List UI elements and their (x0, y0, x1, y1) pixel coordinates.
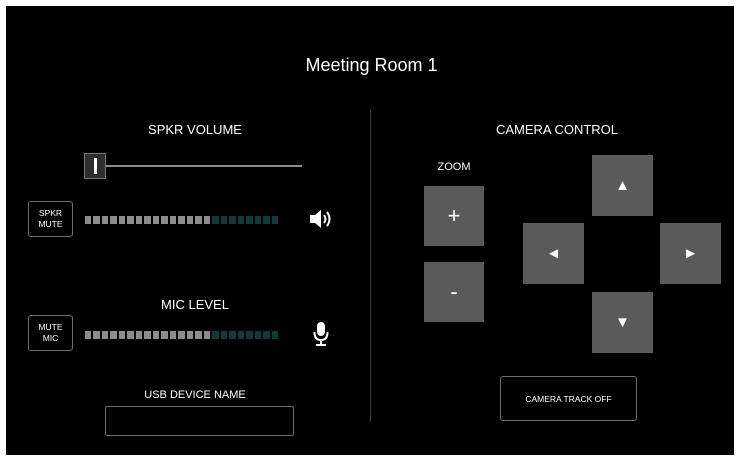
zoom-in-button[interactable]: + (424, 186, 484, 246)
meter-segment (144, 216, 151, 224)
usb-device-name-field[interactable] (105, 406, 294, 436)
meter-segment (229, 216, 236, 224)
camera-control-header: CAMERA CONTROL (495, 122, 619, 137)
speaker-icon (309, 208, 335, 230)
meter-segment (152, 331, 160, 339)
meter-segment (203, 331, 211, 339)
mic-level-meter (85, 331, 279, 339)
meter-segment (85, 216, 92, 224)
meter-segment (186, 331, 194, 339)
meter-segment (271, 216, 279, 224)
meter-segment (127, 331, 134, 339)
meter-segment (186, 216, 194, 224)
meter-segment (169, 331, 177, 339)
camera-track-button[interactable]: CAMERA TRACK OFF (500, 376, 637, 421)
meter-segment (263, 216, 270, 224)
meter-segment (85, 331, 92, 339)
section-divider (370, 110, 371, 422)
meter-segment (127, 216, 134, 224)
speaker-volume-slider-handle[interactable] (84, 153, 106, 179)
meter-segment (178, 331, 185, 339)
meter-segment (135, 331, 143, 339)
meter-segment (169, 216, 177, 224)
camera-up-button[interactable]: ▲ (592, 155, 653, 216)
meter-segment (220, 216, 228, 224)
zoom-label: ZOOM (437, 161, 471, 173)
page-title: Meeting Room 1 (305, 55, 438, 75)
meter-segment (118, 216, 126, 224)
meter-segment (161, 216, 168, 224)
usb-device-label: USB DEVICE NAME (144, 389, 246, 401)
meter-segment (220, 331, 228, 339)
mic-level-header: MIC LEVEL (161, 297, 229, 312)
meter-segment (161, 331, 168, 339)
meter-segment (237, 331, 245, 339)
meter-segment (93, 216, 100, 224)
speaker-level-meter (85, 216, 279, 224)
meter-segment (195, 216, 202, 224)
meter-segment (212, 216, 219, 224)
meter-segment (101, 331, 109, 339)
speaker-volume-slider-track[interactable] (105, 165, 302, 167)
meter-segment (110, 331, 117, 339)
camera-down-button[interactable]: ▼ (592, 292, 653, 353)
camera-right-button[interactable]: ► (660, 223, 721, 284)
camera-left-button[interactable]: ◄ (523, 223, 584, 284)
speaker-volume-header: SPKR VOLUME (148, 122, 242, 137)
zoom-out-button[interactable]: - (424, 262, 484, 322)
microphone-icon (313, 321, 329, 347)
meter-segment (254, 216, 262, 224)
meter-segment (203, 216, 211, 224)
meter-segment (144, 331, 151, 339)
meter-segment (195, 331, 202, 339)
meter-segment (229, 331, 236, 339)
meter-segment (110, 216, 117, 224)
meter-segment (118, 331, 126, 339)
speaker-mute-button[interactable]: SPKR MUTE (28, 201, 73, 237)
meter-segment (271, 331, 279, 339)
meter-segment (212, 331, 219, 339)
meter-segment (246, 331, 253, 339)
meter-segment (101, 216, 109, 224)
mute-mic-button[interactable]: MUTE MIC (28, 315, 73, 351)
meter-segment (263, 331, 270, 339)
meter-segment (254, 331, 262, 339)
meter-segment (246, 216, 253, 224)
meter-segment (93, 331, 100, 339)
meter-segment (178, 216, 185, 224)
meter-segment (152, 216, 160, 224)
meter-segment (237, 216, 245, 224)
meter-segment (135, 216, 143, 224)
